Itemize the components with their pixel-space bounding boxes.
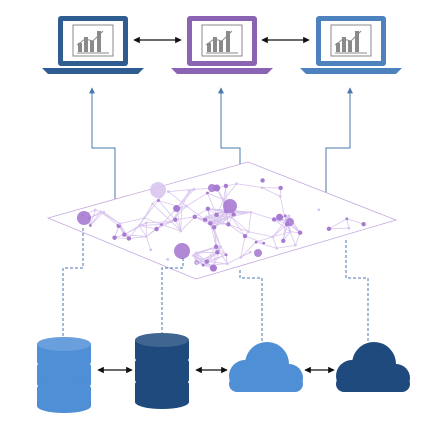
database-icon (37, 337, 91, 413)
laptop-dashboard-icon (42, 16, 144, 74)
network-mesh-icon (46, 161, 398, 280)
laptop-dashboard-icon (171, 16, 273, 74)
up-arrow-icon (325, 87, 353, 205)
cloud-icon (336, 342, 410, 392)
dashed-line-icon (161, 258, 184, 338)
dashed-line-icon (345, 240, 369, 346)
cloud-icon (229, 342, 303, 392)
dashed-line-icon (239, 270, 263, 346)
laptop-dashboard-icon (300, 16, 402, 74)
database-icon (135, 333, 189, 409)
dashed-line-icon (62, 228, 84, 338)
up-arrow-icon (89, 87, 116, 205)
